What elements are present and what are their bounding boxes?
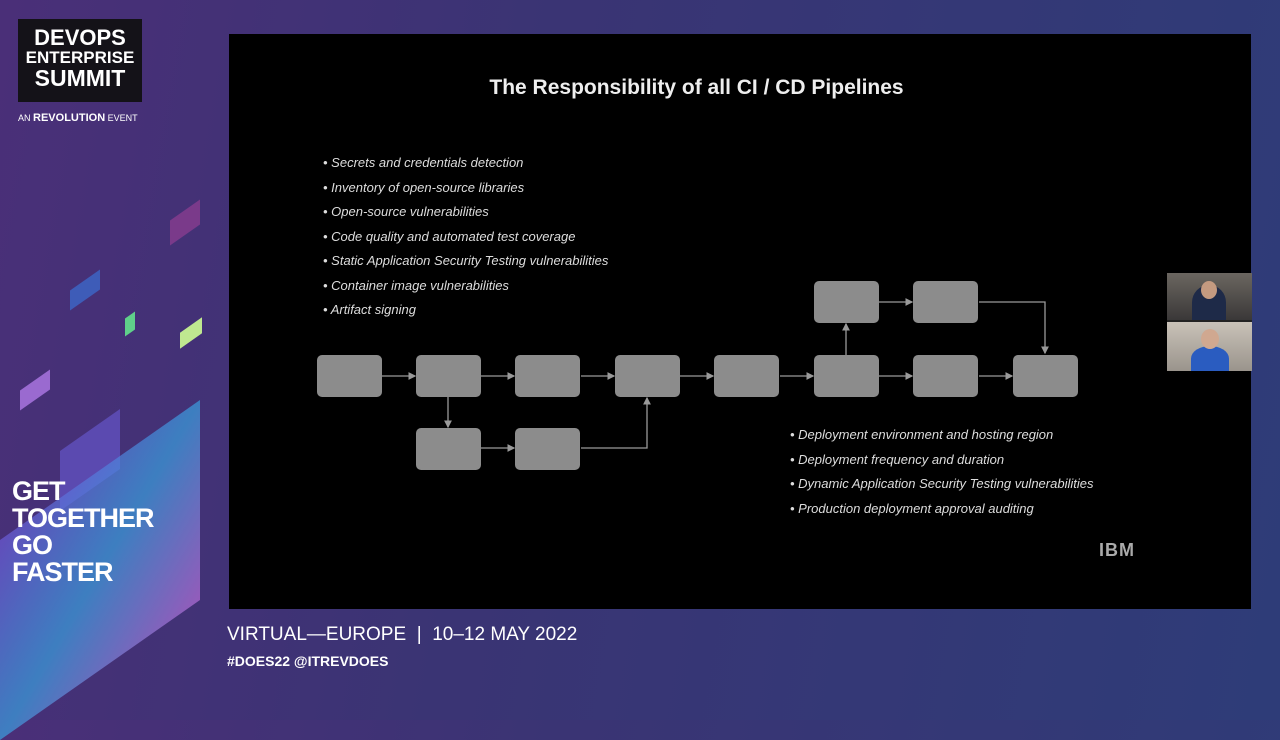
video-thumbnails (1167, 273, 1252, 371)
tagline-line: GET (12, 476, 66, 506)
list-item: Container image vulnerabilities (323, 274, 608, 299)
list-item: Production deployment approval auditing (790, 497, 1093, 522)
list-item: Deployment environment and hosting regio… (790, 423, 1093, 448)
tagline-line: TOGETHER (12, 503, 155, 533)
list-item: Open-source vulnerabilities (323, 200, 608, 225)
list-item: Static Application Security Testing vuln… (323, 249, 608, 274)
pipeline-stage (714, 355, 779, 397)
byline-post: EVENT (107, 113, 138, 123)
pipeline-stage (913, 355, 978, 397)
pipeline-stage (814, 281, 879, 323)
pipeline-stage (515, 355, 580, 397)
pipeline-stage (615, 355, 680, 397)
list-item: Secrets and credentials detection (323, 151, 608, 176)
list-item: Deployment frequency and duration (790, 448, 1093, 473)
pipeline-stage (814, 355, 879, 397)
hashtags: #DOES22 @ITREVDOES (227, 653, 389, 669)
pipeline-stage (416, 428, 481, 470)
slide-title: The Responsibility of all CI / CD Pipeli… (489, 76, 904, 99)
logo-line: DEVOPS (34, 25, 126, 50)
pipeline-stage (1013, 355, 1078, 397)
event-name: VIRTUAL—EUROPE (227, 624, 407, 645)
tagline: GET TOGETHER GO FASTER (12, 476, 155, 587)
pipeline-stage (913, 281, 978, 323)
devops-summit-logo: DEVOPS ENTERPRISE SUMMIT (18, 19, 142, 102)
cd-list: Deployment environment and hosting regio… (790, 423, 1093, 521)
pipeline-stage (515, 428, 580, 470)
ibm-logo: IBM (1099, 540, 1135, 560)
logo-line: SUMMIT (34, 65, 126, 91)
event-dates: 10–12 MAY 2022 (432, 624, 578, 645)
logo-line: ENTERPRISE (25, 48, 135, 67)
ci-list: Secrets and credentials detection Invent… (323, 151, 609, 323)
pipeline-stage (317, 355, 382, 397)
pipeline-connectors (382, 298, 1049, 452)
tagline-line: FASTER (12, 557, 114, 587)
byline-brand: REVOLUTION (33, 112, 106, 124)
presentation-slide: The Responsibility of all CI / CD Pipeli… (229, 34, 1251, 609)
list-item: Dynamic Application Security Testing vul… (790, 472, 1093, 497)
pipeline-stage (416, 355, 481, 397)
it-revolution-byline: AN REVOLUTION EVENT (18, 112, 138, 124)
event-info: VIRTUAL—EUROPE | 10–12 MAY 2022 (227, 624, 578, 645)
speaker-video-2[interactable] (1167, 322, 1252, 371)
list-item: Code quality and automated test coverage (323, 225, 608, 250)
tagline-line: GO (12, 530, 53, 560)
list-item: Inventory of open-source libraries (323, 176, 608, 201)
byline-pre: AN (18, 113, 31, 123)
list-item: Artifact signing (323, 298, 608, 323)
speaker-video-1[interactable] (1167, 273, 1252, 320)
